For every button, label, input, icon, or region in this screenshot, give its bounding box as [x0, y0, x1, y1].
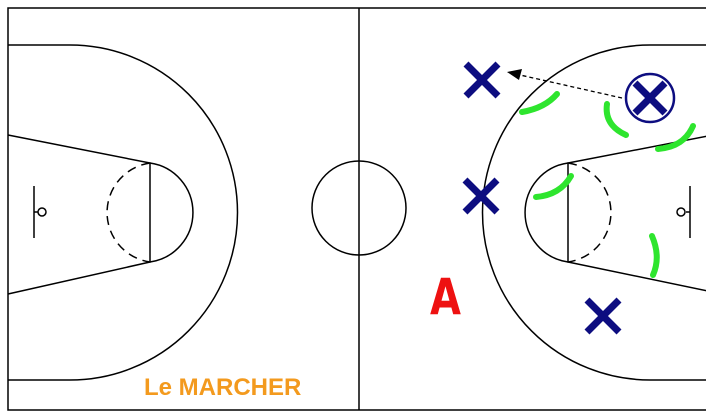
pass-arrow [507, 69, 623, 99]
court-lines [7, 7, 706, 411]
x-mark-icon [463, 61, 501, 99]
green-arc-icon [655, 123, 696, 152]
left-rim [37, 207, 47, 217]
green-arc-icon [649, 233, 660, 278]
green-arc-icon [603, 101, 629, 138]
right-lane [567, 135, 706, 292]
circled-x-icon [624, 72, 676, 124]
left-free-throw-arc-dashed [106, 162, 151, 263]
play-letter: A [430, 268, 461, 326]
right-three-point-arc [481, 44, 706, 381]
green-arc-icon [519, 91, 560, 115]
diagram-caption: Le MARCHER [144, 374, 302, 401]
center-circle [311, 160, 407, 256]
left-lane [7, 134, 151, 295]
right-rim [676, 207, 686, 217]
defenders [519, 91, 696, 278]
court-boundary [7, 7, 706, 411]
left-three-point-arc [8, 44, 239, 381]
x-mark-icon [462, 177, 500, 215]
right-free-throw-arc-dashed [567, 162, 612, 263]
green-arc-icon [533, 173, 574, 200]
offensive-players [462, 61, 622, 335]
x-mark-icon [584, 297, 622, 335]
left-free-throw-arc [149, 162, 194, 263]
right-free-throw-arc [524, 162, 569, 263]
